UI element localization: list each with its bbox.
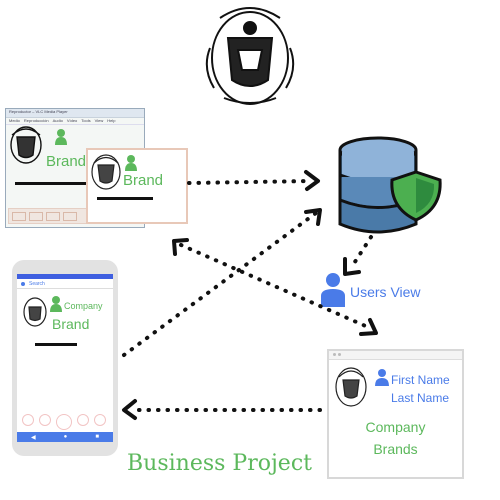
first-name-label: First Name [391,373,450,387]
menu-item-audio[interactable]: Audio [52,118,63,123]
phone-company-label: Company [64,301,103,311]
web-panel-toolbar [329,351,462,360]
user-icon [55,129,67,145]
brand-card: Brand [86,148,188,224]
user-icon [125,155,137,171]
phone-search-label: Search [29,280,45,287]
stop-button[interactable] [46,212,60,221]
menu-item-playback[interactable]: Reproducción [23,118,49,123]
menu-item-video[interactable]: Vídeo [66,118,78,123]
app-icon[interactable] [56,414,72,430]
arrow-card-to-db [187,179,314,185]
brands-label: Brands [373,441,418,457]
window-title: Reproductor – VLC Media Player [9,109,68,114]
menu-item-tools[interactable]: Tools [81,118,91,123]
app-icon[interactable] [39,414,51,426]
app-icon[interactable] [22,414,34,426]
phone-status-bar [17,274,113,279]
text-placeholder-bar [35,343,77,346]
window-titlebar: Reproductor – VLC Media Player [6,109,144,118]
menu-item-view[interactable]: View [94,118,104,123]
phone-crest-icon [23,296,77,346]
arrowhead [343,257,361,276]
arrowhead [359,318,378,336]
text-placeholder-bar [15,182,93,185]
arrowhead [304,170,320,191]
phone-device: Search Company Brand ◀ ● ■ [12,260,118,456]
window-crest-icon [10,126,93,185]
text-placeholder-bar [97,197,153,200]
back-icon[interactable]: ◀ [31,434,36,441]
window-brand-label: Brand [46,153,87,170]
phone-screen: Search Company Brand ◀ ● ■ [17,274,113,442]
footer-title: Business Project [127,451,312,476]
phone-brand-label: Brand [52,316,90,332]
menu-item-media[interactable]: Medio [9,118,20,123]
person-icon [21,281,25,286]
users-view-label: Users View [350,284,421,300]
menu-item-help[interactable]: Help [107,118,116,123]
arrow-bidirectional-window-web [179,243,372,330]
company-label: Company [365,419,426,435]
last-name-label: Last Name [391,391,450,405]
arrow-db-to-users [349,235,373,270]
phone-search-bar[interactable]: Search [17,279,113,289]
web-crest-icon [335,367,389,407]
phone-bottom-icons [22,414,106,430]
next-button[interactable] [63,212,77,221]
phone-nav-bar: ◀ ● ■ [17,432,113,442]
home-icon[interactable]: ● [63,434,68,440]
card-brand-label: Brand [123,172,164,189]
window-menubar: Medio Reproducción Audio Vídeo Tools Vie… [6,118,144,125]
arrow-phone-to-db [122,211,318,357]
app-icon[interactable] [94,414,106,426]
play-button[interactable] [12,212,26,221]
recent-apps-icon[interactable]: ■ [95,434,99,440]
window-dot [338,353,341,356]
arrowhead [304,208,322,226]
card-crest-icon [91,154,153,200]
arrowhead [122,399,137,420]
prev-button[interactable] [29,212,43,221]
user-icon [375,369,389,386]
arrowhead [172,238,189,256]
app-icon[interactable] [77,414,89,426]
web-panel: First Name Last Name Company Brands [327,349,464,479]
window-dot [333,353,336,356]
user-icon [50,296,62,312]
